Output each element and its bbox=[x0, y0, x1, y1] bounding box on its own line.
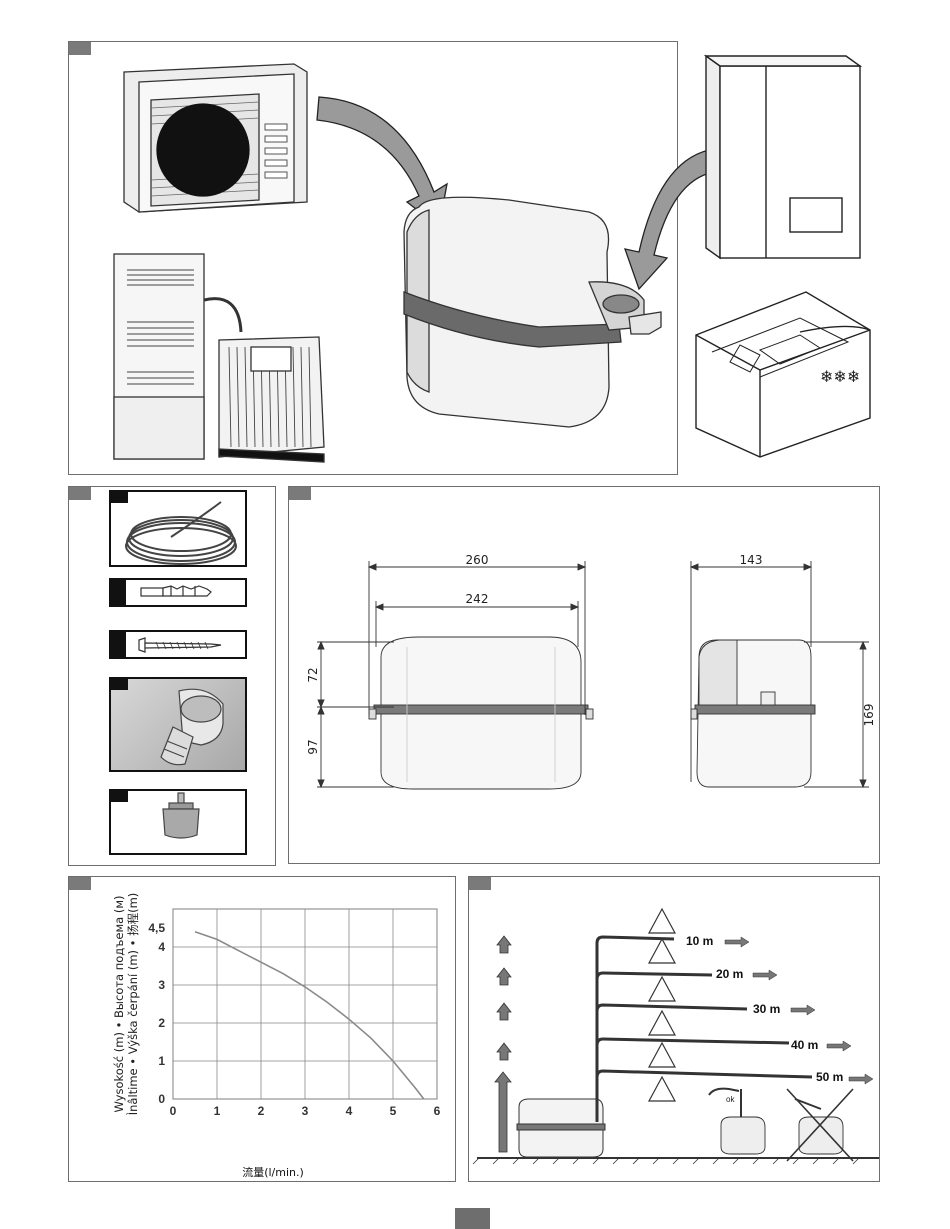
dimension-drawing: 260 242 72 97 143 169 bbox=[289, 487, 881, 865]
x-tick-label: 4 bbox=[346, 1104, 353, 1118]
ok-label: ok bbox=[726, 1095, 735, 1104]
y-tick-label: 4,5 bbox=[148, 921, 165, 935]
x-tick-label: 5 bbox=[390, 1104, 397, 1118]
x-tick-label: 6 bbox=[434, 1104, 441, 1118]
y-tick-label: 4 bbox=[158, 940, 165, 954]
accessories-panel bbox=[68, 486, 276, 866]
dimension-72: 72 bbox=[306, 667, 320, 682]
dimensions-panel: 260 242 72 97 143 169 bbox=[288, 486, 880, 864]
dimension-97: 97 bbox=[306, 739, 320, 754]
distance-label-40m: 40 m bbox=[791, 1038, 818, 1052]
x-tick-label: 2 bbox=[258, 1104, 265, 1118]
pump-front-view bbox=[369, 637, 593, 789]
svg-text:❄❄❄: ❄❄❄ bbox=[820, 367, 860, 386]
performance-chart-panel: 0 1 2 3 4 5 6 0 1 2 3 4 4,5 Wysokość (m) • Высота по… bbox=[68, 876, 456, 1182]
distance-label-50m: 50 m bbox=[816, 1070, 843, 1084]
y-axis-label-line2: Ìnâltime • Výška čerpání (m) • 扬程(m) bbox=[125, 893, 140, 1116]
wall-plug-icon bbox=[111, 580, 249, 609]
installation-illustration: 10 m 20 m 30 m 40 m 50 m ok bbox=[469, 877, 881, 1183]
series-line-0 bbox=[195, 932, 424, 1099]
accessory-screw-box bbox=[109, 630, 247, 659]
x-tick-label: 0 bbox=[170, 1104, 177, 1118]
x-tick-label: 1 bbox=[214, 1104, 221, 1118]
x-axis-label: 流量(l/min.) bbox=[242, 1165, 304, 1179]
accessory-adapter-box bbox=[109, 677, 247, 772]
y-tick-label: 0 bbox=[158, 1092, 165, 1106]
dimension-260: 260 bbox=[466, 553, 489, 567]
pump-wrong-position bbox=[787, 1089, 853, 1161]
installation-panel: 10 m 20 m 30 m 40 m 50 m ok bbox=[468, 876, 880, 1182]
plug-stopper-icon bbox=[111, 791, 249, 857]
page-number-tab bbox=[455, 1208, 490, 1229]
up-arrow-icon bbox=[497, 968, 511, 985]
y-tick-label: 3 bbox=[158, 978, 165, 992]
y-axis-label-line1: Wysokość (m) • Высота подъема (м) bbox=[112, 896, 126, 1113]
up-arrow-icon bbox=[497, 1003, 511, 1020]
applications-illustration bbox=[69, 42, 679, 476]
x-tick-label: 3 bbox=[302, 1104, 309, 1118]
y-tick-label: 1 bbox=[158, 1054, 165, 1068]
tube-coil-icon bbox=[111, 492, 249, 569]
right-arrow-icon bbox=[791, 1005, 815, 1015]
performance-chart: 0 1 2 3 4 5 6 0 1 2 3 4 4,5 Wysokość (m) • Высота по… bbox=[69, 877, 457, 1183]
accessory-plug-box bbox=[109, 789, 247, 855]
section-tag bbox=[69, 487, 91, 500]
right-arrow-icon bbox=[753, 970, 777, 980]
y-tick-label: 2 bbox=[158, 1016, 165, 1030]
adapter-fitting-icon bbox=[111, 679, 249, 774]
applications-panel bbox=[68, 41, 678, 475]
indoor-console-unit bbox=[114, 254, 324, 462]
up-arrow-icon bbox=[497, 936, 511, 953]
right-arrow-icon bbox=[725, 937, 749, 947]
screw-icon bbox=[111, 632, 249, 661]
condensate-pump bbox=[404, 197, 661, 427]
dimension-242: 242 bbox=[466, 592, 489, 606]
distance-label-20m: 20 m bbox=[716, 967, 743, 981]
right-arrow-icon bbox=[849, 1074, 873, 1084]
accessory-wall-plugs-box bbox=[109, 578, 247, 607]
height-arrow-icon bbox=[495, 1072, 511, 1152]
dimension-143: 143 bbox=[740, 553, 763, 567]
distance-label-10m: 10 m bbox=[686, 934, 713, 948]
pump-ok-position bbox=[709, 1089, 765, 1154]
outdoor-ac-unit bbox=[124, 64, 307, 212]
distance-label-30m: 30 m bbox=[753, 1002, 780, 1016]
pump-side-view bbox=[691, 640, 815, 787]
right-arrow-icon bbox=[827, 1041, 851, 1051]
up-arrow-icon bbox=[497, 1043, 511, 1060]
dimension-169: 169 bbox=[862, 704, 876, 727]
accessory-tube-box bbox=[109, 490, 247, 567]
arrow-icon bbox=[625, 150, 714, 289]
pump-on-floor bbox=[517, 1099, 605, 1157]
